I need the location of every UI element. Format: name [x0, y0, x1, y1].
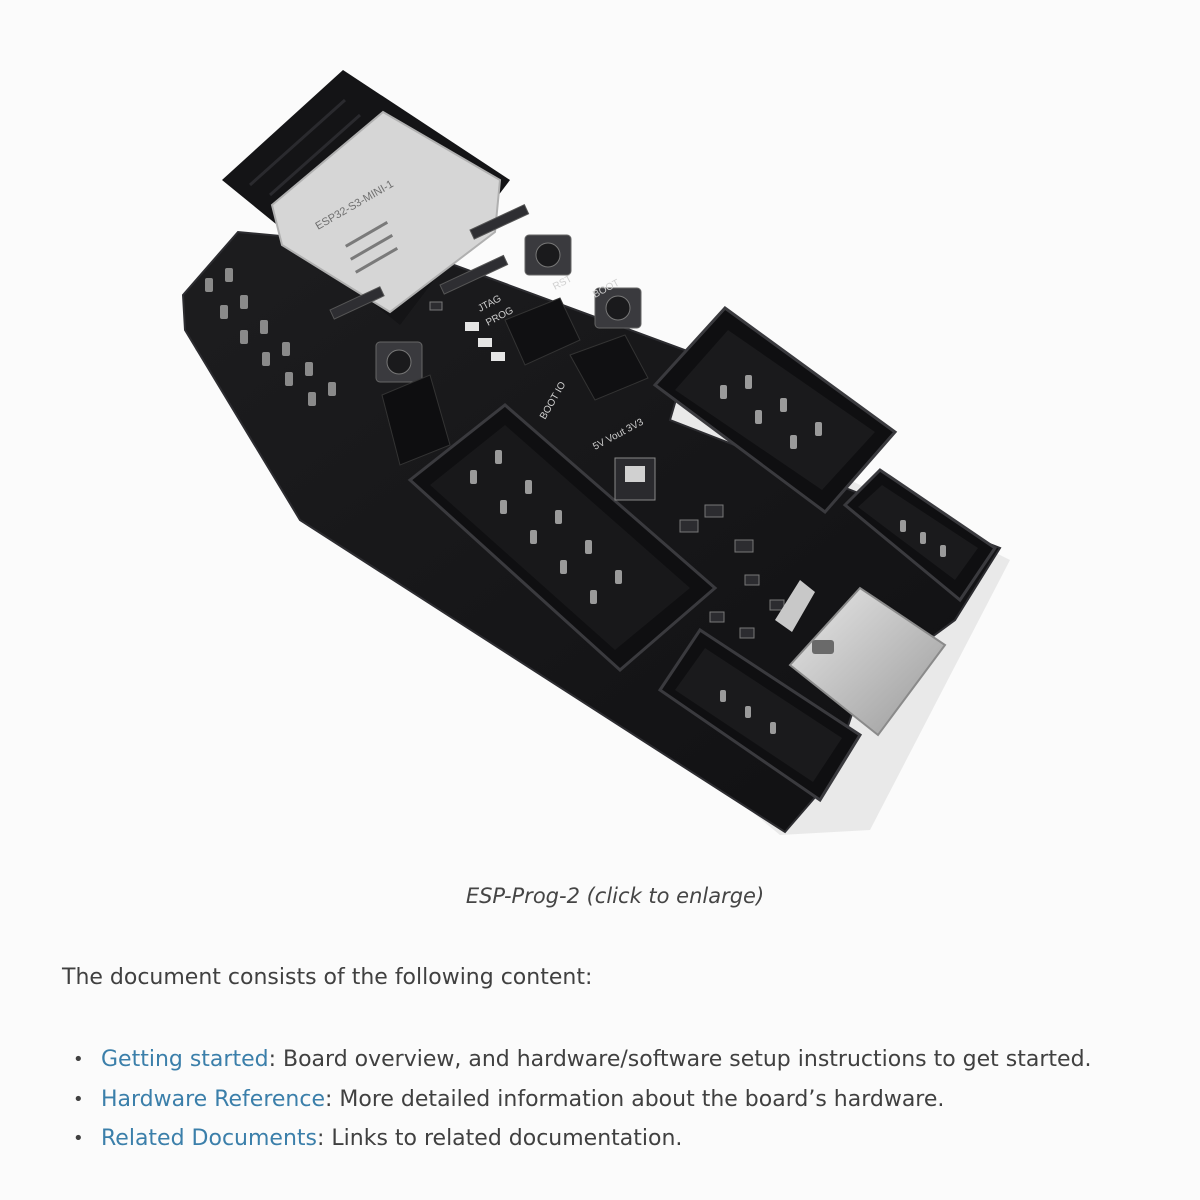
- link-related-documents[interactable]: Related Documents: [101, 1126, 317, 1151]
- user-button: [375, 341, 423, 383]
- bullet-icon: •: [73, 1088, 84, 1110]
- contents-list: • Getting started: Board overview, and ha…: [62, 1040, 1182, 1159]
- box-header-small: [657, 468, 998, 803]
- link-hardware-reference[interactable]: Hardware Reference: [101, 1086, 325, 1112]
- box-header-jtag: [652, 305, 898, 515]
- pad-row: [329, 203, 530, 320]
- reset-button: [524, 234, 572, 276]
- silk-rst: RST: [551, 274, 574, 293]
- smd-components: [429, 301, 785, 639]
- list-item: • Getting started: Board overview, and ha…: [62, 1040, 1182, 1080]
- box-header-large: [407, 403, 718, 673]
- board-photo[interactable]: ESP32-S3-MINI-1: [0, 0, 1200, 860]
- list-item-text: : More detailed information about the bo…: [325, 1086, 945, 1112]
- figure-caption: ESP-Prog-2 (click to enlarge): [465, 884, 765, 908]
- intro-text: The document consists of the following c…: [62, 965, 593, 990]
- list-item-text: : Links to related documentation.: [316, 1126, 683, 1151]
- pin-header-left: [205, 268, 336, 406]
- list-item: • Related Documents: Links to related doc…: [62, 1119, 1182, 1159]
- list-item: • Hardware Reference: More detailed infor…: [62, 1080, 1182, 1120]
- status-led: [465, 322, 505, 361]
- boot-button: [594, 287, 642, 329]
- bullet-icon: •: [73, 1049, 84, 1070]
- esp32-module: ESP32-S3-MINI-1: [270, 110, 502, 314]
- voltage-switch: [614, 457, 656, 501]
- jumper-boot: [381, 297, 649, 466]
- link-getting-started[interactable]: Getting started: [101, 1047, 269, 1072]
- bullet-icon: •: [73, 1128, 84, 1149]
- usb-c-connector: [775, 580, 947, 737]
- list-item-text: : Board overview, and hardware/software …: [268, 1047, 1092, 1072]
